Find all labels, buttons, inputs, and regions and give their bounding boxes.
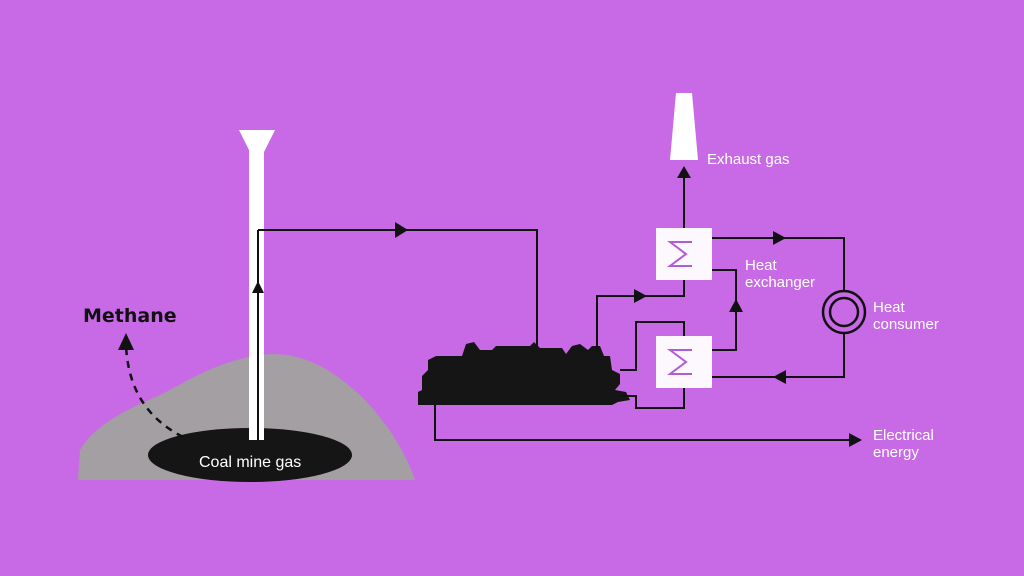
electrical-energy-label-line1: Electrical bbox=[873, 427, 934, 444]
electrical-output-line bbox=[434, 405, 850, 441]
gas-well-pipe bbox=[249, 150, 264, 440]
electrical-output-arrow bbox=[849, 433, 862, 447]
well-funnel bbox=[239, 130, 275, 152]
coal-mine-gas-label: Coal mine gas bbox=[199, 454, 302, 471]
heat-exchanger-lower-coil bbox=[667, 349, 692, 375]
coolant-return-line bbox=[620, 388, 685, 409]
heat-consumer-label-line2: consumer bbox=[873, 316, 939, 333]
methane-arrowhead bbox=[118, 333, 134, 350]
exhaust-arrow bbox=[677, 166, 691, 178]
heat-consumer-inner bbox=[828, 296, 860, 328]
heat-return-line bbox=[712, 334, 845, 378]
exhaust-stack-icon bbox=[670, 93, 698, 160]
heat-return-arrow bbox=[773, 370, 786, 384]
gas-supply-line bbox=[258, 229, 538, 352]
heat-exchanger-label-line1: Heat bbox=[745, 257, 777, 274]
heat-exchanger-label-line2: exchanger bbox=[745, 274, 816, 291]
methane-flow-arrow bbox=[124, 344, 184, 439]
heat-supply-arrow bbox=[773, 231, 786, 245]
heat-consumer-label-line1: Heat bbox=[873, 299, 905, 316]
coolant-loop-line bbox=[620, 321, 685, 371]
exhaust-gas-label: Exhaust gas bbox=[707, 151, 790, 168]
heat-exchanger-upper-coil bbox=[667, 241, 692, 267]
heat-exchanger-upper bbox=[656, 228, 712, 280]
electrical-energy-label-line2: energy bbox=[873, 444, 919, 461]
coal-seam bbox=[148, 428, 352, 482]
heat-consumer-icon bbox=[821, 289, 867, 335]
exchanger-link-arrow bbox=[729, 299, 743, 312]
heat-supply-line bbox=[712, 237, 845, 290]
gas-engine-icon bbox=[418, 342, 630, 405]
engine-exhaust-arrow bbox=[634, 289, 647, 303]
gas-supply-arrow bbox=[395, 222, 408, 238]
methane-label: Methane bbox=[83, 305, 177, 327]
heat-exchanger-lower bbox=[656, 336, 712, 388]
well-up-arrow bbox=[252, 281, 264, 293]
